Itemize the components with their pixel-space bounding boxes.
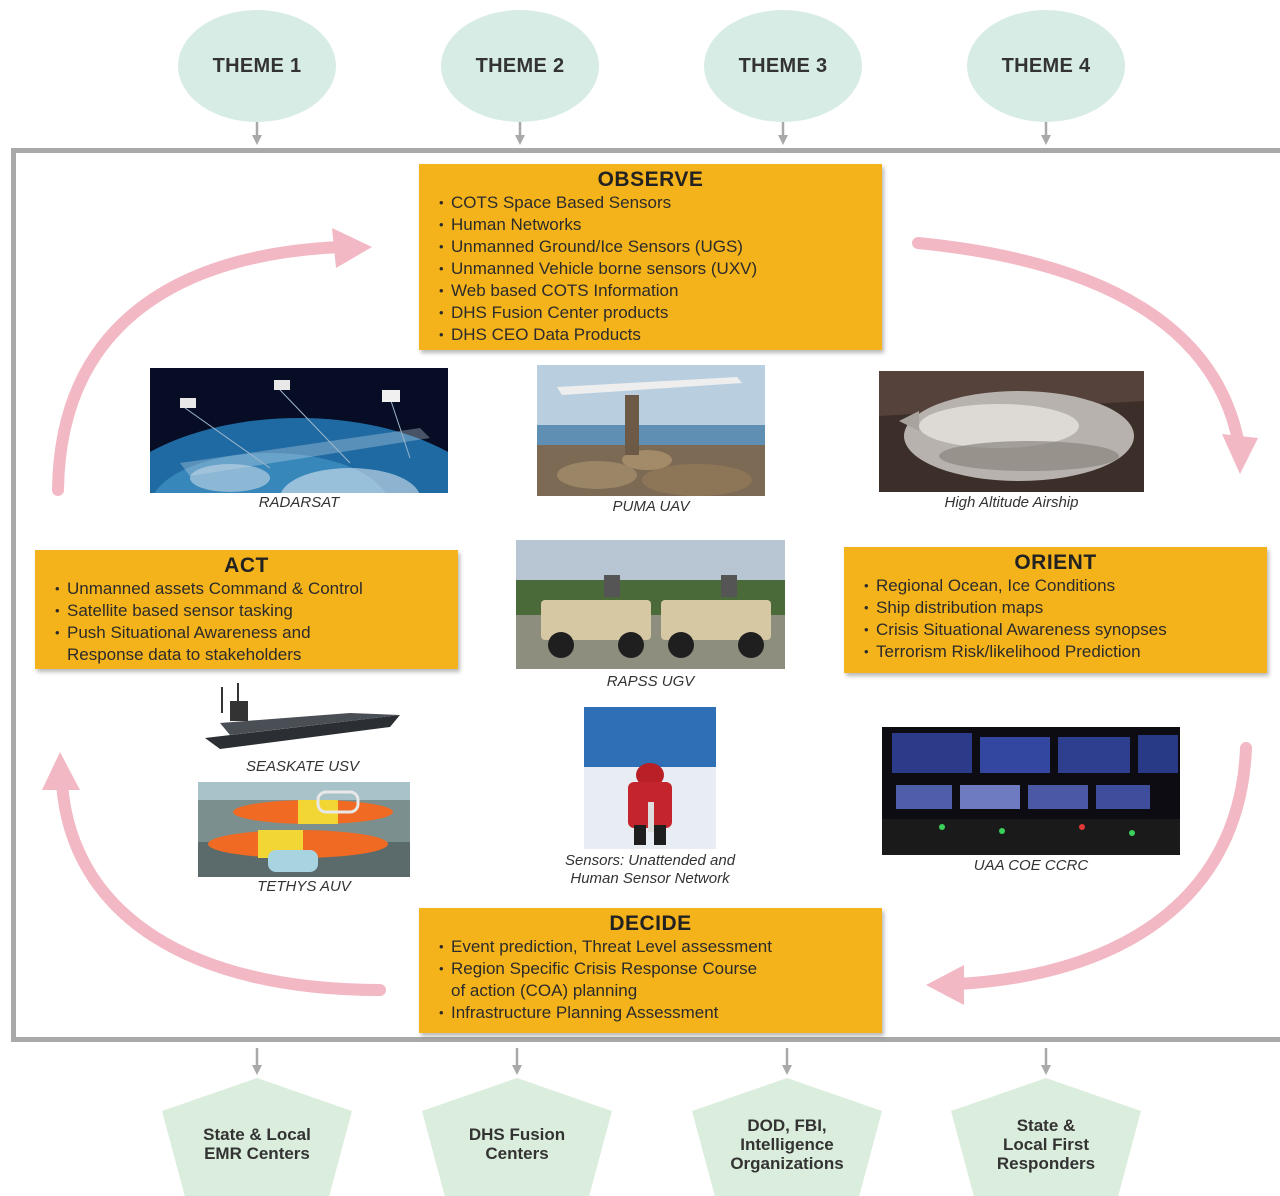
act-item: Push Situational Awareness and [53, 622, 458, 644]
tethys-auv-caption: TETHYS AUV [257, 878, 351, 895]
output-3-line-3: Organizations [730, 1153, 844, 1173]
act-item: Unmanned assets Command & Control [53, 578, 458, 600]
theme-3-label: THEME 3 [738, 54, 828, 77]
act-item-continued: Response data to stakeholders [67, 645, 302, 664]
puma-uav-image [537, 365, 765, 496]
cycle-arrow-act-to-observe [52, 241, 346, 496]
decide-item: Infrastructure Planning Assessment [437, 1002, 882, 1024]
act-item: Satellite based sensor tasking [53, 600, 458, 622]
observe-item: Web based COTS Information [437, 280, 882, 302]
arrowhead-observe [332, 228, 372, 268]
cycle-arrow-observe-to-orient [912, 237, 1244, 446]
act-title: ACT [224, 554, 269, 577]
theme-3-circle: THEME 3 [704, 10, 862, 122]
observe-item: Unmanned Ground/Ice Sensors (UGS) [437, 236, 882, 258]
ccrc-caption: UAA COE CCRC [973, 857, 1089, 874]
decide-item: Region Specific Crisis Response Course [437, 958, 882, 980]
decide-item-continued: of action (COA) planning [451, 981, 638, 1000]
observe-title: OBSERVE [597, 168, 704, 191]
rapss-ugv-caption: RAPSS UGV [606, 673, 695, 690]
sensor-network-caption: Sensors: Unattended and Human Sensor Net… [530, 852, 770, 888]
observe-item: DHS Fusion Center products [437, 302, 882, 324]
observe-item: Unmanned Vehicle borne sensors (UXV) [437, 258, 882, 280]
cycle-arrow-orient-to-decide [952, 742, 1252, 990]
puma-uav-caption: PUMA UAV [612, 498, 690, 515]
decide-item: Event prediction, Threat Level assessmen… [437, 936, 882, 958]
observe-item: COTS Space Based Sensors [437, 192, 882, 214]
arrowhead-orient [1222, 434, 1258, 474]
sensor-caption-line-1: Sensors: Unattended and [564, 852, 736, 869]
cycle-arrows [52, 237, 1252, 996]
theme-1-label: THEME 1 [212, 54, 302, 77]
theme-4-circle: THEME 4 [967, 10, 1125, 122]
sensor-caption-line-2: Human Sensor Network [570, 870, 730, 887]
airship-image [879, 371, 1144, 492]
output-4-line-1: State & [1016, 1115, 1076, 1135]
output-3-line-1: DOD, FBI, [747, 1115, 827, 1135]
ccrc-image [882, 727, 1180, 855]
orient-item: Terrorism Risk/likelihood Prediction [862, 641, 1267, 663]
cycle-arrowheads [42, 228, 1258, 1005]
output-3-line-2: Intelligence [740, 1134, 834, 1154]
observe-list: COTS Space Based Sensors Human Networks … [437, 192, 882, 346]
observe-item: DHS CEO Data Products [437, 324, 882, 346]
output-2-line-2: Centers [485, 1144, 549, 1163]
observe-item: Human Networks [437, 214, 882, 236]
decide-list: Event prediction, Threat Level assessmen… [437, 936, 882, 1024]
theme-2-circle: THEME 2 [441, 10, 599, 122]
orient-title: ORIENT [1014, 551, 1097, 574]
theme-connectors [252, 122, 1051, 145]
output-4-line-2: Local First [1003, 1134, 1089, 1154]
decide-title: DECIDE [609, 912, 692, 935]
orient-box: ORIENT Regional Ocean, Ice Conditions Sh… [844, 547, 1267, 673]
orient-item: Regional Ocean, Ice Conditions [862, 575, 1267, 597]
theme-4-label: THEME 4 [1001, 54, 1091, 77]
output-connectors [252, 1048, 1051, 1075]
theme-2-label: THEME 2 [475, 54, 565, 77]
cycle-arrow-decide-to-act [56, 778, 386, 996]
seaskate-usv-caption: SEASKATE USV [245, 758, 360, 775]
output-1-line-1: State & Local [203, 1125, 311, 1144]
tethys-auv-image [198, 782, 410, 877]
output-state-local-first-responders: State & Local First Responders [951, 1078, 1141, 1196]
orient-list: Regional Ocean, Ice Conditions Ship dist… [862, 575, 1267, 663]
arrowhead-decide [926, 965, 964, 1005]
seaskate-usv-image [200, 683, 405, 755]
radarsat-caption: RADARSAT [258, 494, 340, 511]
output-2-line-1: DHS Fusion [468, 1125, 566, 1144]
sensor-network-image [584, 707, 716, 849]
observe-box: OBSERVE COTS Space Based Sensors Human N… [419, 164, 882, 350]
theme-1-circle: THEME 1 [178, 10, 336, 122]
output-4-line-3: Responders [996, 1153, 1096, 1173]
orient-item: Ship distribution maps [862, 597, 1267, 619]
radarsat-image [150, 368, 448, 493]
rapss-ugv-image [516, 540, 785, 669]
output-1-line-2: EMR Centers [204, 1144, 310, 1163]
arrowhead-act [42, 752, 80, 790]
airship-caption: High Altitude Airship [944, 494, 1079, 511]
act-box: ACT Unmanned assets Command & Control Sa… [35, 550, 458, 669]
decide-box: DECIDE Event prediction, Threat Level as… [419, 908, 882, 1033]
orient-item: Crisis Situational Awareness synopses [862, 619, 1267, 641]
main-frame [11, 148, 1280, 1042]
act-list: Unmanned assets Command & Control Satell… [53, 578, 458, 666]
